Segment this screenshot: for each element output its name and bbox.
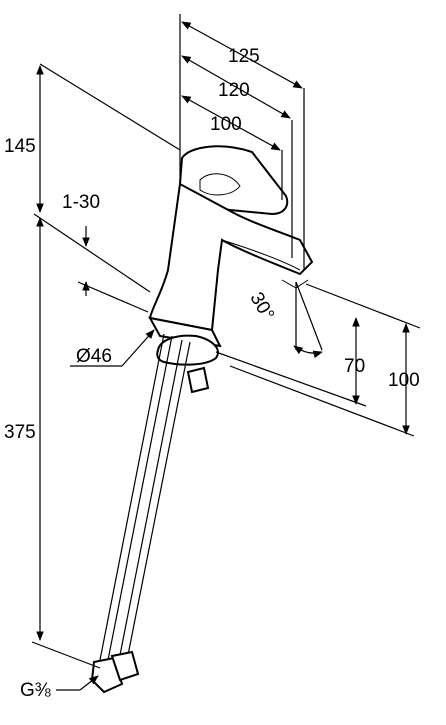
dim-100-top: 100 [210, 114, 242, 135]
right-dimension-lines [215, 283, 421, 437]
faucet-body [90, 145, 314, 694]
angle-lines [293, 281, 323, 359]
dim-100-right: 100 [388, 370, 420, 391]
dim-diameter-lines [70, 329, 155, 367]
dim-1-30-lines [77, 226, 149, 313]
dim-145: 145 [4, 136, 36, 157]
dim-1-30: 1-30 [62, 192, 100, 213]
thread-lines [56, 675, 99, 691]
top-dimension-lines [179, 14, 305, 270]
thread-size: G⅜ [20, 680, 51, 701]
dim-125: 125 [228, 46, 260, 67]
left-dimension-lines [31, 63, 181, 669]
dim-375: 375 [4, 422, 36, 443]
dim-diameter-46: Ø46 [76, 346, 112, 367]
dim-angle-30: 30° [245, 289, 278, 324]
dim-120: 120 [218, 80, 250, 101]
dim-70: 70 [344, 356, 365, 377]
